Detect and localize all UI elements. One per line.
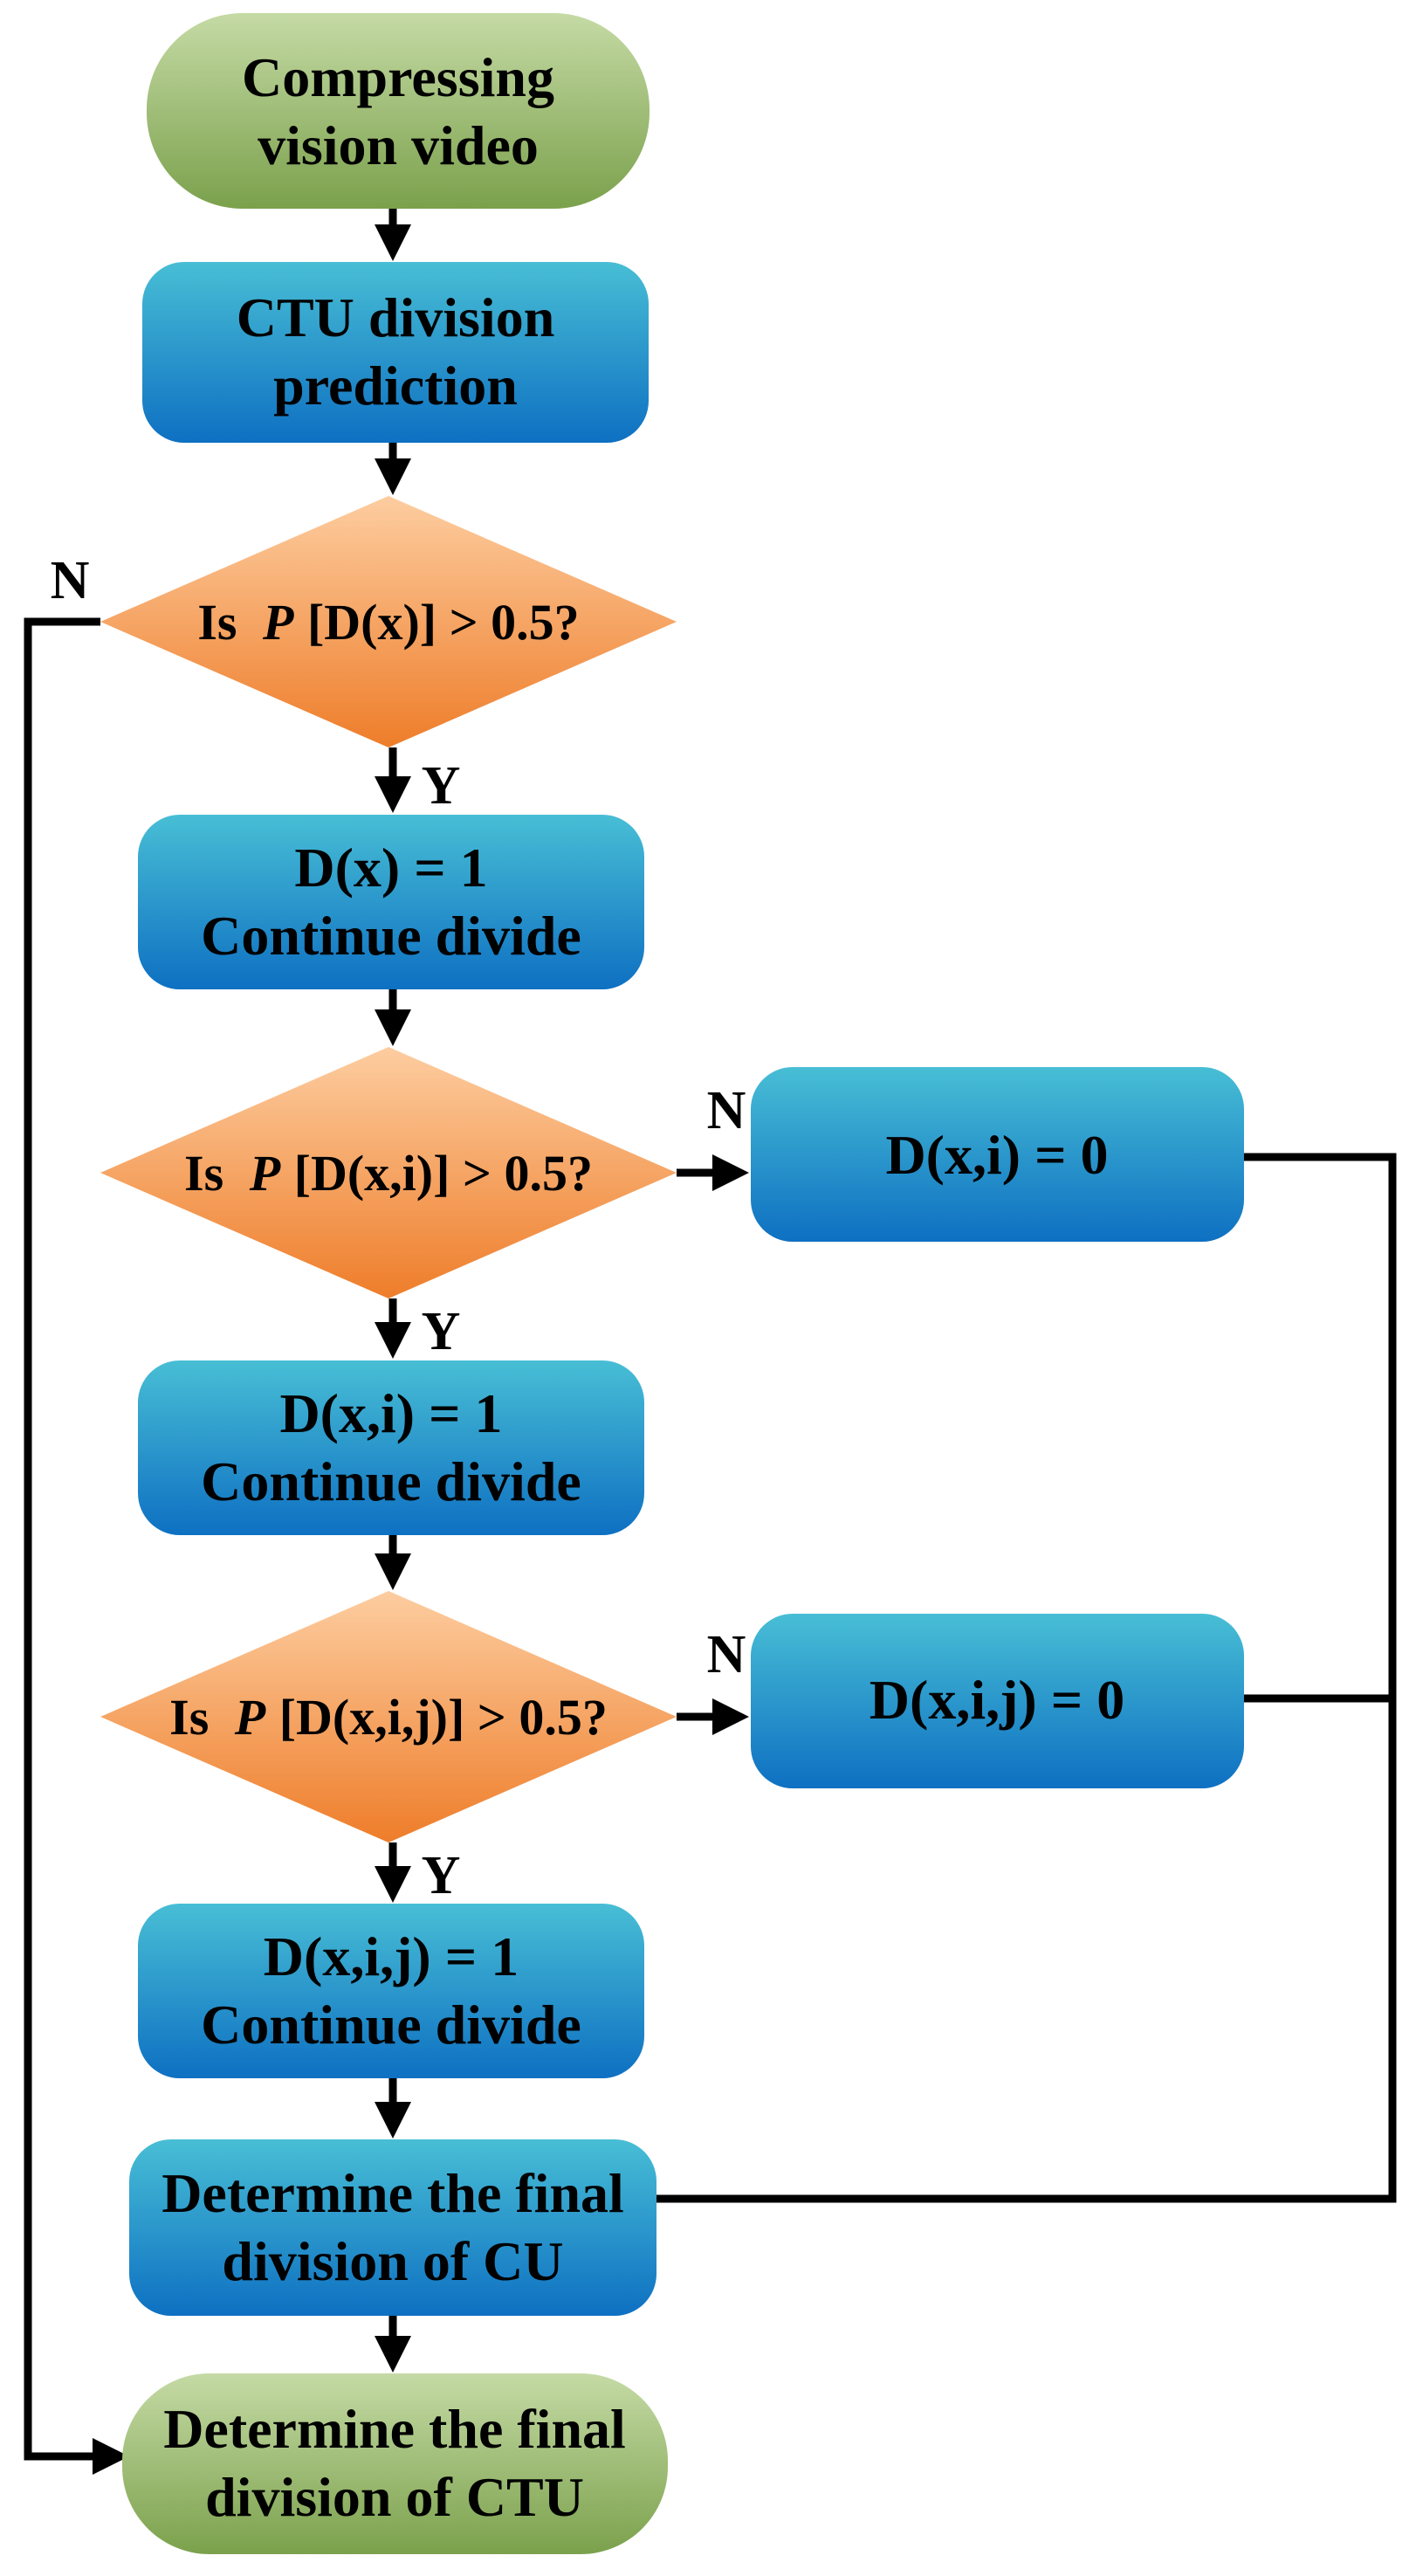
edge-right-merge — [656, 1153, 1397, 2203]
dxi-zero-shape — [751, 1067, 1244, 1242]
edge-cu-to-ctu — [375, 2316, 411, 2373]
node-start: Compressing vision video — [147, 13, 650, 209]
edge-start-to-prediction — [375, 209, 411, 261]
edge-decision2-no: N — [677, 1081, 749, 1191]
edge-decision3-no: N — [677, 1625, 749, 1735]
edge-label-yes: Y — [422, 1846, 461, 1905]
ctu-final-shape — [122, 2373, 668, 2554]
node-decision3: Is P [D(x,i,j)] > 0.5? — [100, 1591, 677, 1842]
node-decision1: Is P [D(x)] > 0.5? — [100, 496, 677, 747]
decision2-diamond — [100, 1047, 677, 1298]
edge-decision1-yes: Y — [375, 747, 460, 816]
dx-divide-label-line2: Continue divide — [201, 905, 581, 967]
arrow-down-icon — [375, 1866, 411, 1903]
arrow-down-icon — [375, 224, 411, 261]
dxi-divide-label-line2: Continue divide — [201, 1450, 581, 1512]
edge-label-yes: Y — [422, 1302, 461, 1361]
node-dxi-divide: D(x,i) = 1 Continue divide — [138, 1360, 644, 1535]
ctu-prediction-shape — [142, 262, 649, 443]
decision1-diamond — [100, 496, 677, 747]
edge-label-yes: Y — [422, 756, 461, 816]
arrow-right-icon — [712, 1698, 749, 1735]
start-label-line2: vision video — [258, 114, 539, 176]
edge-dx-to-decision2 — [375, 989, 411, 1046]
dx-divide-shape — [138, 815, 644, 989]
node-ctu-prediction: CTU division prediction — [142, 262, 649, 443]
start-shape — [147, 13, 650, 209]
arrow-down-icon — [375, 458, 411, 495]
arrow-down-icon — [375, 2102, 411, 2139]
edge-decision1-no-loop: N — [24, 551, 129, 2475]
arrow-down-icon — [375, 2336, 411, 2373]
edge-decision3-yes: Y — [375, 1842, 460, 1905]
node-dxi-zero: D(x,i) = 0 — [751, 1067, 1244, 1242]
node-decision2: Is P [D(x,i)] > 0.5? — [100, 1047, 677, 1298]
dxij-divide-label-line1: D(x,i,j) = 1 — [264, 1925, 519, 1987]
dxi-zero-label: D(x,i) = 0 — [885, 1124, 1108, 1186]
cu-final-label-line1: Determine the final — [162, 2162, 624, 2224]
edges: Y N Y N — [24, 209, 1397, 2475]
decision3-label: Is P [D(x,i,j)] > 0.5? — [169, 1689, 608, 1746]
arrow-down-icon — [375, 1553, 411, 1590]
ctu-prediction-label-line1: CTU division — [237, 286, 555, 348]
edge-decision2-yes: Y — [375, 1298, 460, 1361]
edge-label-no: N — [707, 1081, 746, 1140]
edge-prediction-to-decision1 — [375, 443, 411, 495]
ctu-prediction-label-line2: prediction — [273, 355, 518, 417]
cu-final-label-line2: division of CU — [222, 2230, 563, 2292]
edge-dxij-to-cu — [375, 2078, 411, 2139]
arrow-down-icon — [375, 776, 411, 813]
decision3-diamond — [100, 1591, 677, 1842]
node-dxij-zero: D(x,i,j) = 0 — [751, 1614, 1244, 1788]
arrow-down-icon — [375, 1009, 411, 1046]
cu-final-shape — [129, 2139, 656, 2316]
ctu-final-label-line1: Determine the final — [163, 2398, 626, 2460]
edge-label-no: N — [51, 551, 90, 610]
node-cu-final: Determine the final division of CU — [129, 2139, 656, 2316]
node-dx-divide: D(x) = 1 Continue divide — [138, 815, 644, 989]
decision1-label: Is P [D(x)] > 0.5? — [197, 594, 579, 651]
dx-divide-label-line1: D(x) = 1 — [294, 837, 487, 899]
arrow-right-icon — [712, 1154, 749, 1191]
dxij-divide-shape — [138, 1904, 644, 2078]
start-label-line1: Compressing — [242, 46, 554, 108]
edge-label-no: N — [707, 1625, 746, 1684]
dxij-divide-label-line2: Continue divide — [201, 1994, 581, 2056]
arrow-right-icon — [93, 2438, 129, 2475]
node-ctu-final: Determine the final division of CTU — [122, 2373, 668, 2554]
node-dxij-divide: D(x,i,j) = 1 Continue divide — [138, 1904, 644, 2078]
dxij-zero-label: D(x,i,j) = 0 — [870, 1669, 1124, 1731]
ctu-final-label-line2: division of CTU — [205, 2466, 584, 2528]
dxi-divide-shape — [138, 1360, 644, 1535]
dxi-divide-label-line1: D(x,i) = 1 — [279, 1382, 502, 1444]
arrow-down-icon — [375, 1322, 411, 1359]
dxij-zero-shape — [751, 1614, 1244, 1788]
decision2-label: Is P [D(x,i)] > 0.5? — [184, 1145, 593, 1202]
edge-dxi-to-decision3 — [375, 1535, 411, 1590]
